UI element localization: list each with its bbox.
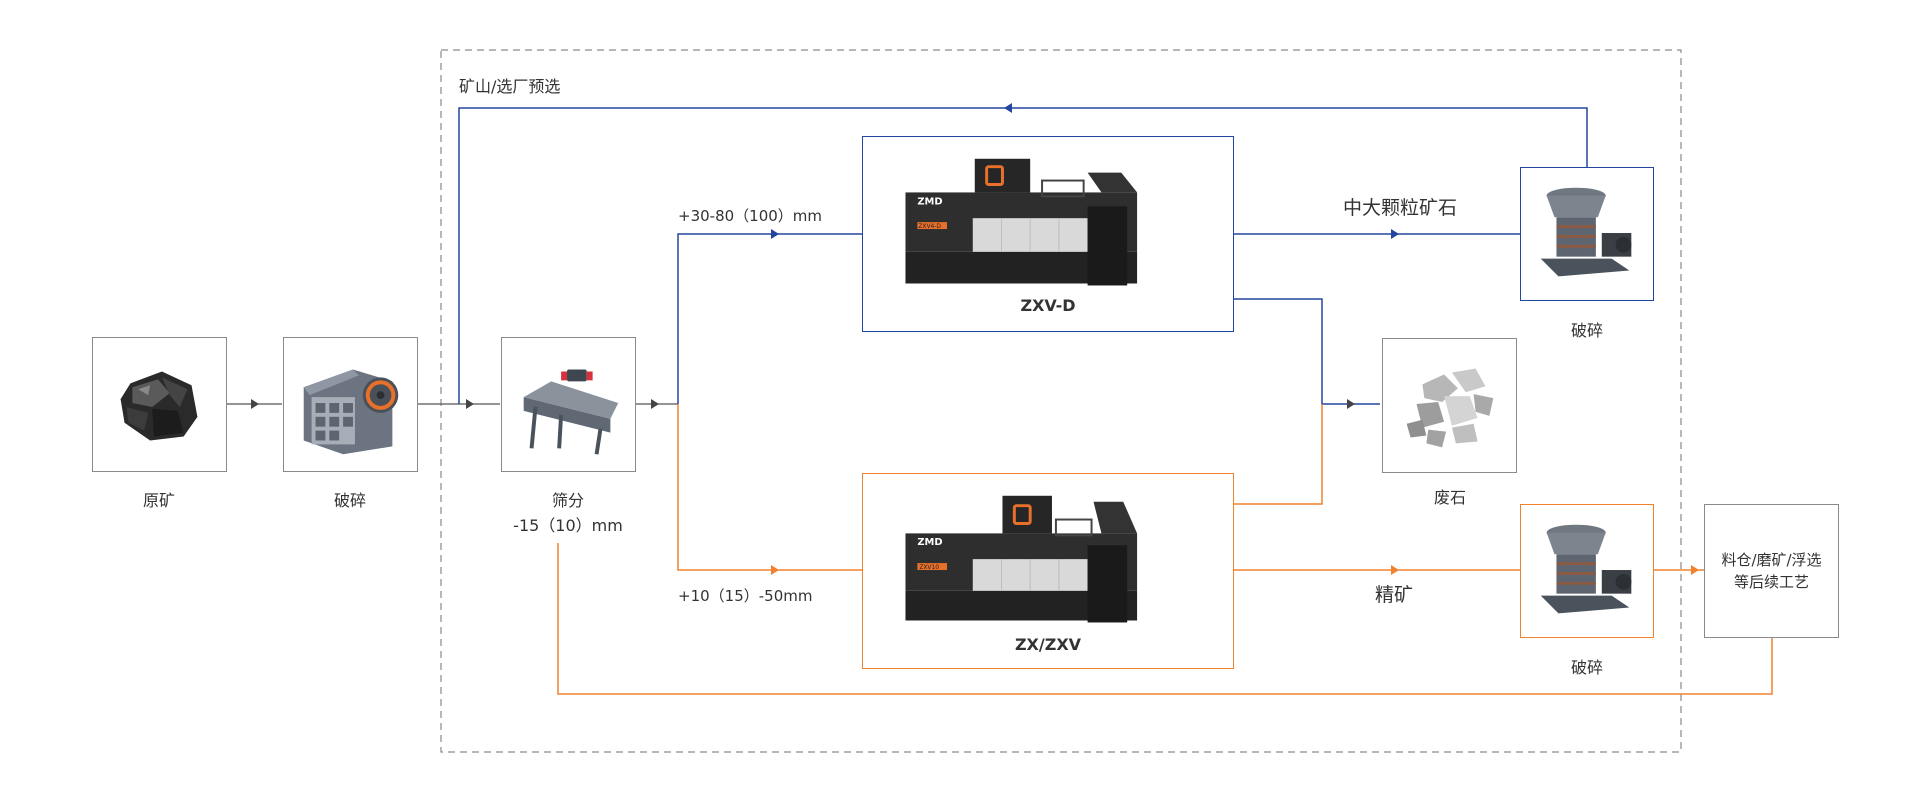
- concentrate-label: 精矿: [1375, 584, 1414, 606]
- blue-flow-arrows: [771, 103, 1399, 239]
- downstream-line1: 料仓/磨矿/浮选: [1721, 551, 1822, 569]
- screen-node: [501, 337, 636, 472]
- downstream-line2: 等后续工艺: [1733, 573, 1809, 591]
- waste-rock-icon: [1406, 368, 1494, 448]
- region-label: 矿山/选厂预选: [459, 77, 561, 96]
- zxvd-sorter-node: ZMD ZXV4-D: [862, 136, 1234, 332]
- preselection-region: [440, 49, 1682, 753]
- orange-flow-arrows: [771, 565, 1699, 575]
- zxzxv-label: ZX/ZXV: [1014, 635, 1082, 654]
- vibrating-screen-icon: [523, 369, 619, 455]
- raw-ore-icon: [120, 371, 198, 441]
- raw-ore-label: 原矿: [142, 491, 176, 510]
- jaw-crusher-icon: [303, 369, 399, 455]
- main-feed-arrows: [251, 399, 659, 409]
- screen-label: 筛分: [551, 491, 585, 510]
- screen-fines-label: -15（10）mm: [513, 516, 623, 535]
- zxvd-brand: ZMD: [917, 196, 942, 207]
- medium-size-label: +10（15）-50mm: [678, 587, 813, 605]
- ore-sorter-icon: ZMD ZXV10: [905, 495, 1138, 623]
- downstream-process-node: 料仓/磨矿/浮选 等后续工艺: [1704, 504, 1839, 638]
- top-crusher-node: [1520, 167, 1654, 301]
- zxvd-label: ZXV-D: [1020, 296, 1076, 315]
- jaw-crusher-node: [283, 337, 418, 472]
- jaw-crusher-label: 破碎: [333, 491, 367, 510]
- cone-crusher-icon: [1540, 524, 1632, 614]
- waste-arrow: [1347, 399, 1355, 409]
- zxvd-badge: ZXV4-D: [918, 223, 941, 230]
- waste-rock-label: 废石: [1433, 488, 1467, 507]
- large-particle-label: 中大颗粒矿石: [1343, 197, 1458, 219]
- orange-flow-lines: [557, 404, 1773, 695]
- zxzxv-brand: ZMD: [917, 537, 942, 548]
- raw-ore-node: [92, 337, 227, 472]
- ore-sorter-icon: ZMD ZXV4-D: [905, 158, 1138, 286]
- zxzxv-sorter-node: ZMD ZXV10: [862, 473, 1234, 669]
- coarse-size-label: +30-80（100）mm: [678, 207, 823, 225]
- bottom-crusher-node: [1520, 504, 1654, 638]
- zxzxv-badge: ZXV10: [919, 564, 939, 571]
- bottom-crusher-label: 破碎: [1570, 658, 1604, 677]
- waste-rock-node: [1382, 338, 1517, 473]
- top-crusher-label: 破碎: [1570, 321, 1604, 340]
- cone-crusher-icon: [1540, 187, 1632, 277]
